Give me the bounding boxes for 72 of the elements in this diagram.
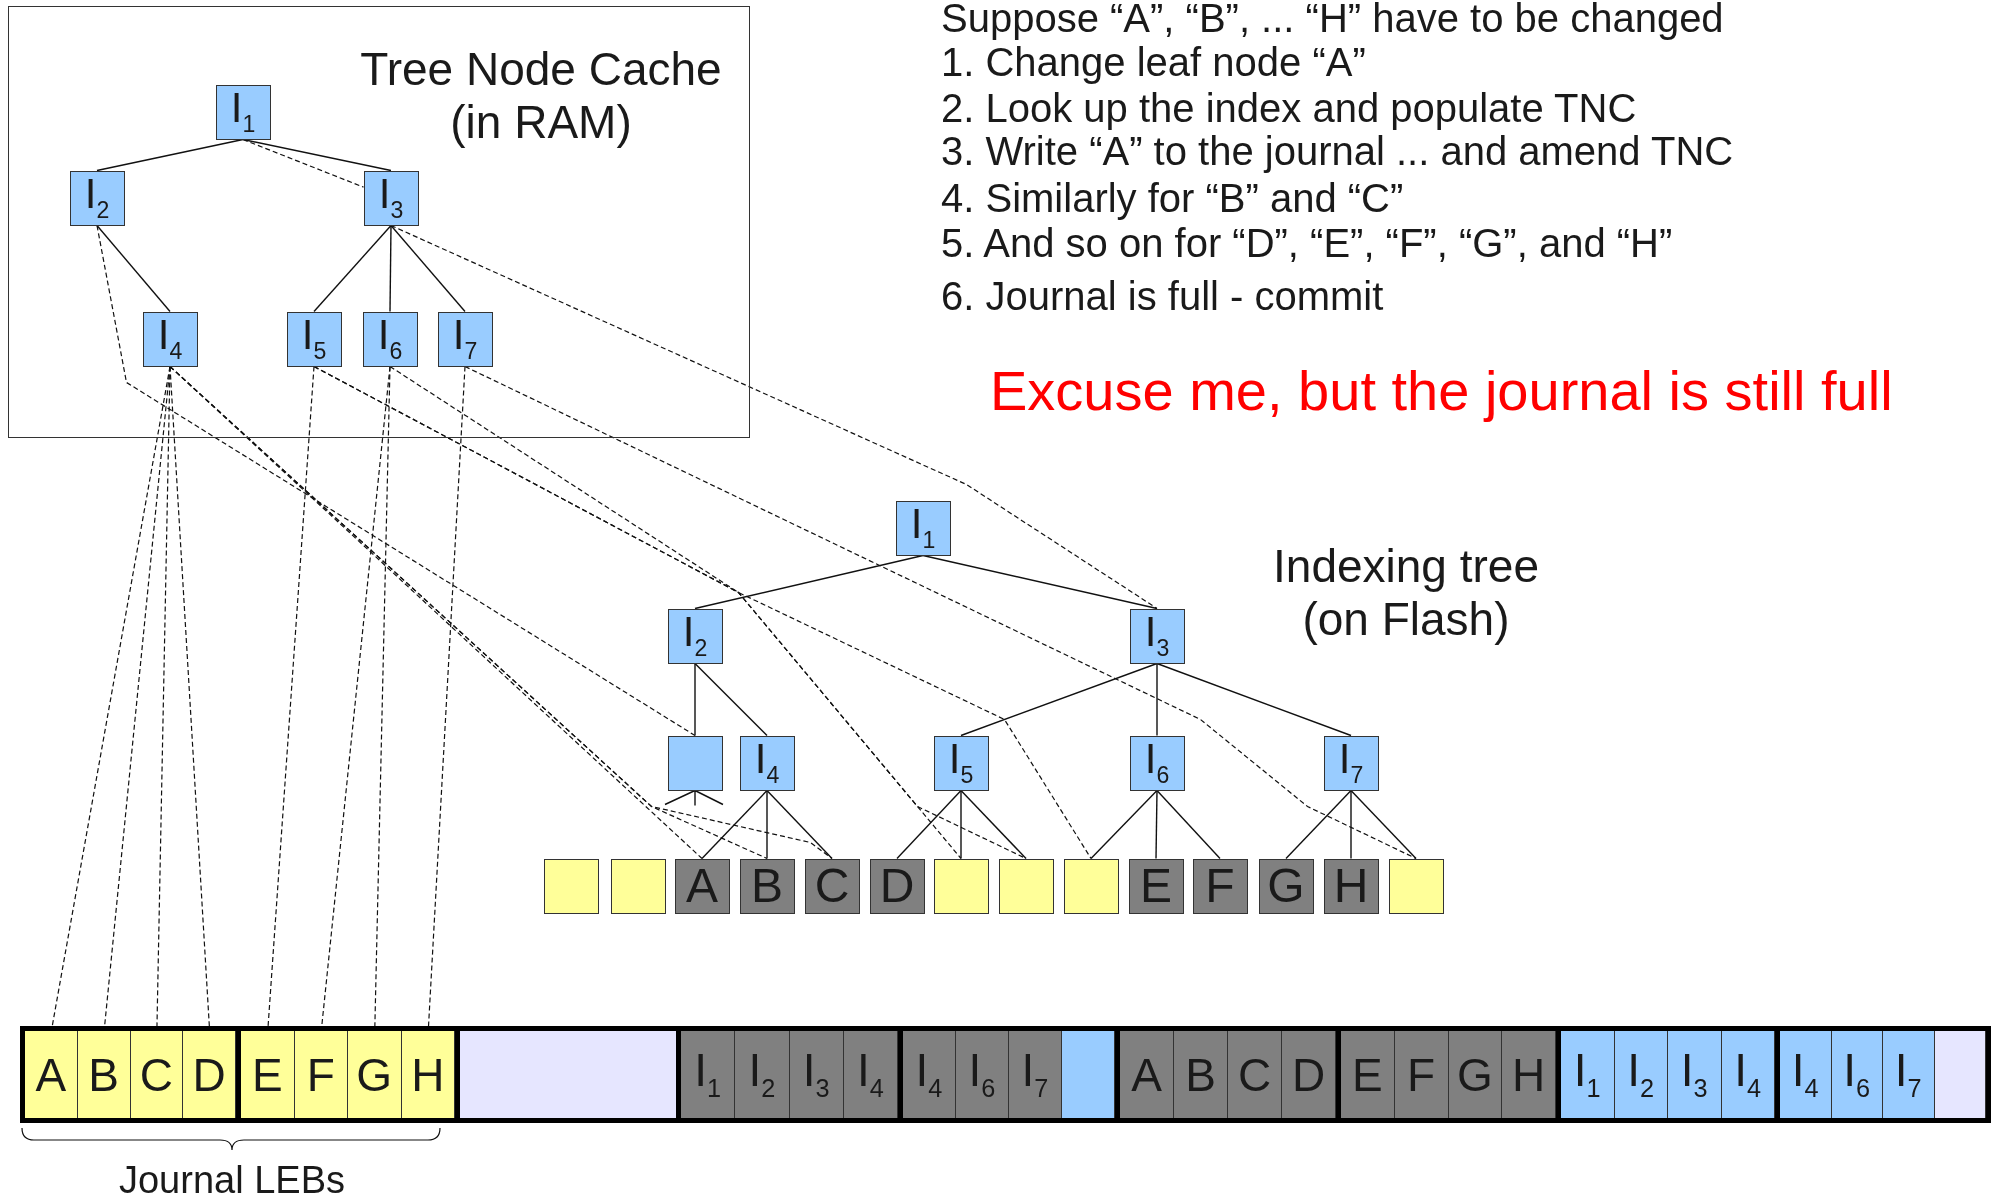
index-node: I$_{2}$ <box>69 170 125 226</box>
leaf-node: A <box>674 858 730 914</box>
instruction-text: 4. Similarly for “B” and “C” <box>941 176 1404 220</box>
tree-link <box>701 789 768 860</box>
tree-link <box>896 789 962 860</box>
dashed-link <box>390 224 1158 610</box>
empty-leaf-node <box>610 858 666 914</box>
empty-leaf-node <box>933 858 989 914</box>
tree-link <box>1090 789 1158 860</box>
tree-link <box>96 224 171 313</box>
leaf-node: H <box>1323 858 1379 914</box>
tree-link <box>1350 789 1352 860</box>
tree-link <box>96 138 244 172</box>
leaf-node: D <box>869 858 925 914</box>
empty-leb-cell <box>1062 1031 1115 1118</box>
instruction-text: Suppose “A”, “B”, ... “H” have to be changed <box>941 0 1724 40</box>
empty-leb-cell <box>1934 1031 1986 1118</box>
tree-link <box>1155 789 1158 860</box>
index-node: I$_{1}$ <box>215 84 271 140</box>
index-node: I$_{5}$ <box>286 311 342 367</box>
tree-link <box>960 662 1158 737</box>
tree-link <box>694 662 696 737</box>
dashed-link <box>242 138 365 188</box>
warning-text: Excuse me, but the journal is still full <box>990 360 1893 422</box>
tree-link <box>389 224 392 313</box>
tree-caption: Indexing tree (on Flash) <box>1272 540 1540 646</box>
tree-link <box>694 662 768 737</box>
tree-link <box>766 789 768 860</box>
tree-link <box>766 789 833 860</box>
tree-link <box>1156 662 1352 737</box>
empty-leaf-node <box>1063 858 1119 914</box>
leaf-node: E <box>1128 858 1184 914</box>
tree-link <box>1350 789 1417 860</box>
tree-link <box>1156 662 1158 737</box>
index-node: I$_{6}$ <box>1129 735 1185 791</box>
tree-link <box>1156 789 1221 860</box>
tree-link <box>922 554 1158 610</box>
instruction-text: 5. And so on for “D”, “E”, “F”, “G”, and “H” <box>941 221 1673 265</box>
tree-link <box>960 789 1027 860</box>
cache-panel <box>8 6 750 438</box>
instruction-text: 1. Change leaf node “A” <box>941 40 1366 84</box>
tree-link <box>390 224 466 313</box>
index-node: I$_{2}$ <box>667 608 723 664</box>
leaf-node: C <box>804 858 860 914</box>
dashed-link <box>464 365 1417 860</box>
empty-leaf-node <box>998 858 1054 914</box>
instruction-text: 3. Write “A” to the journal ... and amend TNC <box>941 129 1734 173</box>
empty-index-node <box>667 735 723 791</box>
tree-link <box>1285 789 1352 860</box>
tree-link <box>960 789 962 860</box>
brace-caption: Journal LEBs <box>118 1160 346 1201</box>
leaf-node: G <box>1258 858 1314 914</box>
dashed-link <box>389 365 1092 860</box>
index-node: I$_{1}$ <box>895 500 951 556</box>
leaf-node: F <box>1192 858 1248 914</box>
dashed-link <box>96 224 696 737</box>
index-node: I$_{3}$ <box>1129 608 1185 664</box>
index-node: I$_{6}$ <box>362 311 418 367</box>
panel-title: Tree Node Cache (in RAM) <box>359 43 723 149</box>
index-node: I$_{5}$ <box>933 735 989 791</box>
tree-link <box>694 554 924 610</box>
index-node: I$_{7}$ <box>437 311 493 367</box>
index-node: I$_{7}$ <box>1323 735 1379 791</box>
empty-leaf-node <box>543 858 599 914</box>
tree-link <box>313 224 392 313</box>
instruction-text: 6. Journal is full - commit <box>941 274 1384 318</box>
leaf-node: B <box>739 858 795 914</box>
instruction-text: 2. Look up the index and populate TNC <box>941 86 1637 130</box>
index-node: I$_{3}$ <box>363 170 419 226</box>
index-node: I$_{4}$ <box>142 311 198 367</box>
empty-leaf-node <box>1388 858 1444 914</box>
index-node: I$_{4}$ <box>739 735 795 791</box>
